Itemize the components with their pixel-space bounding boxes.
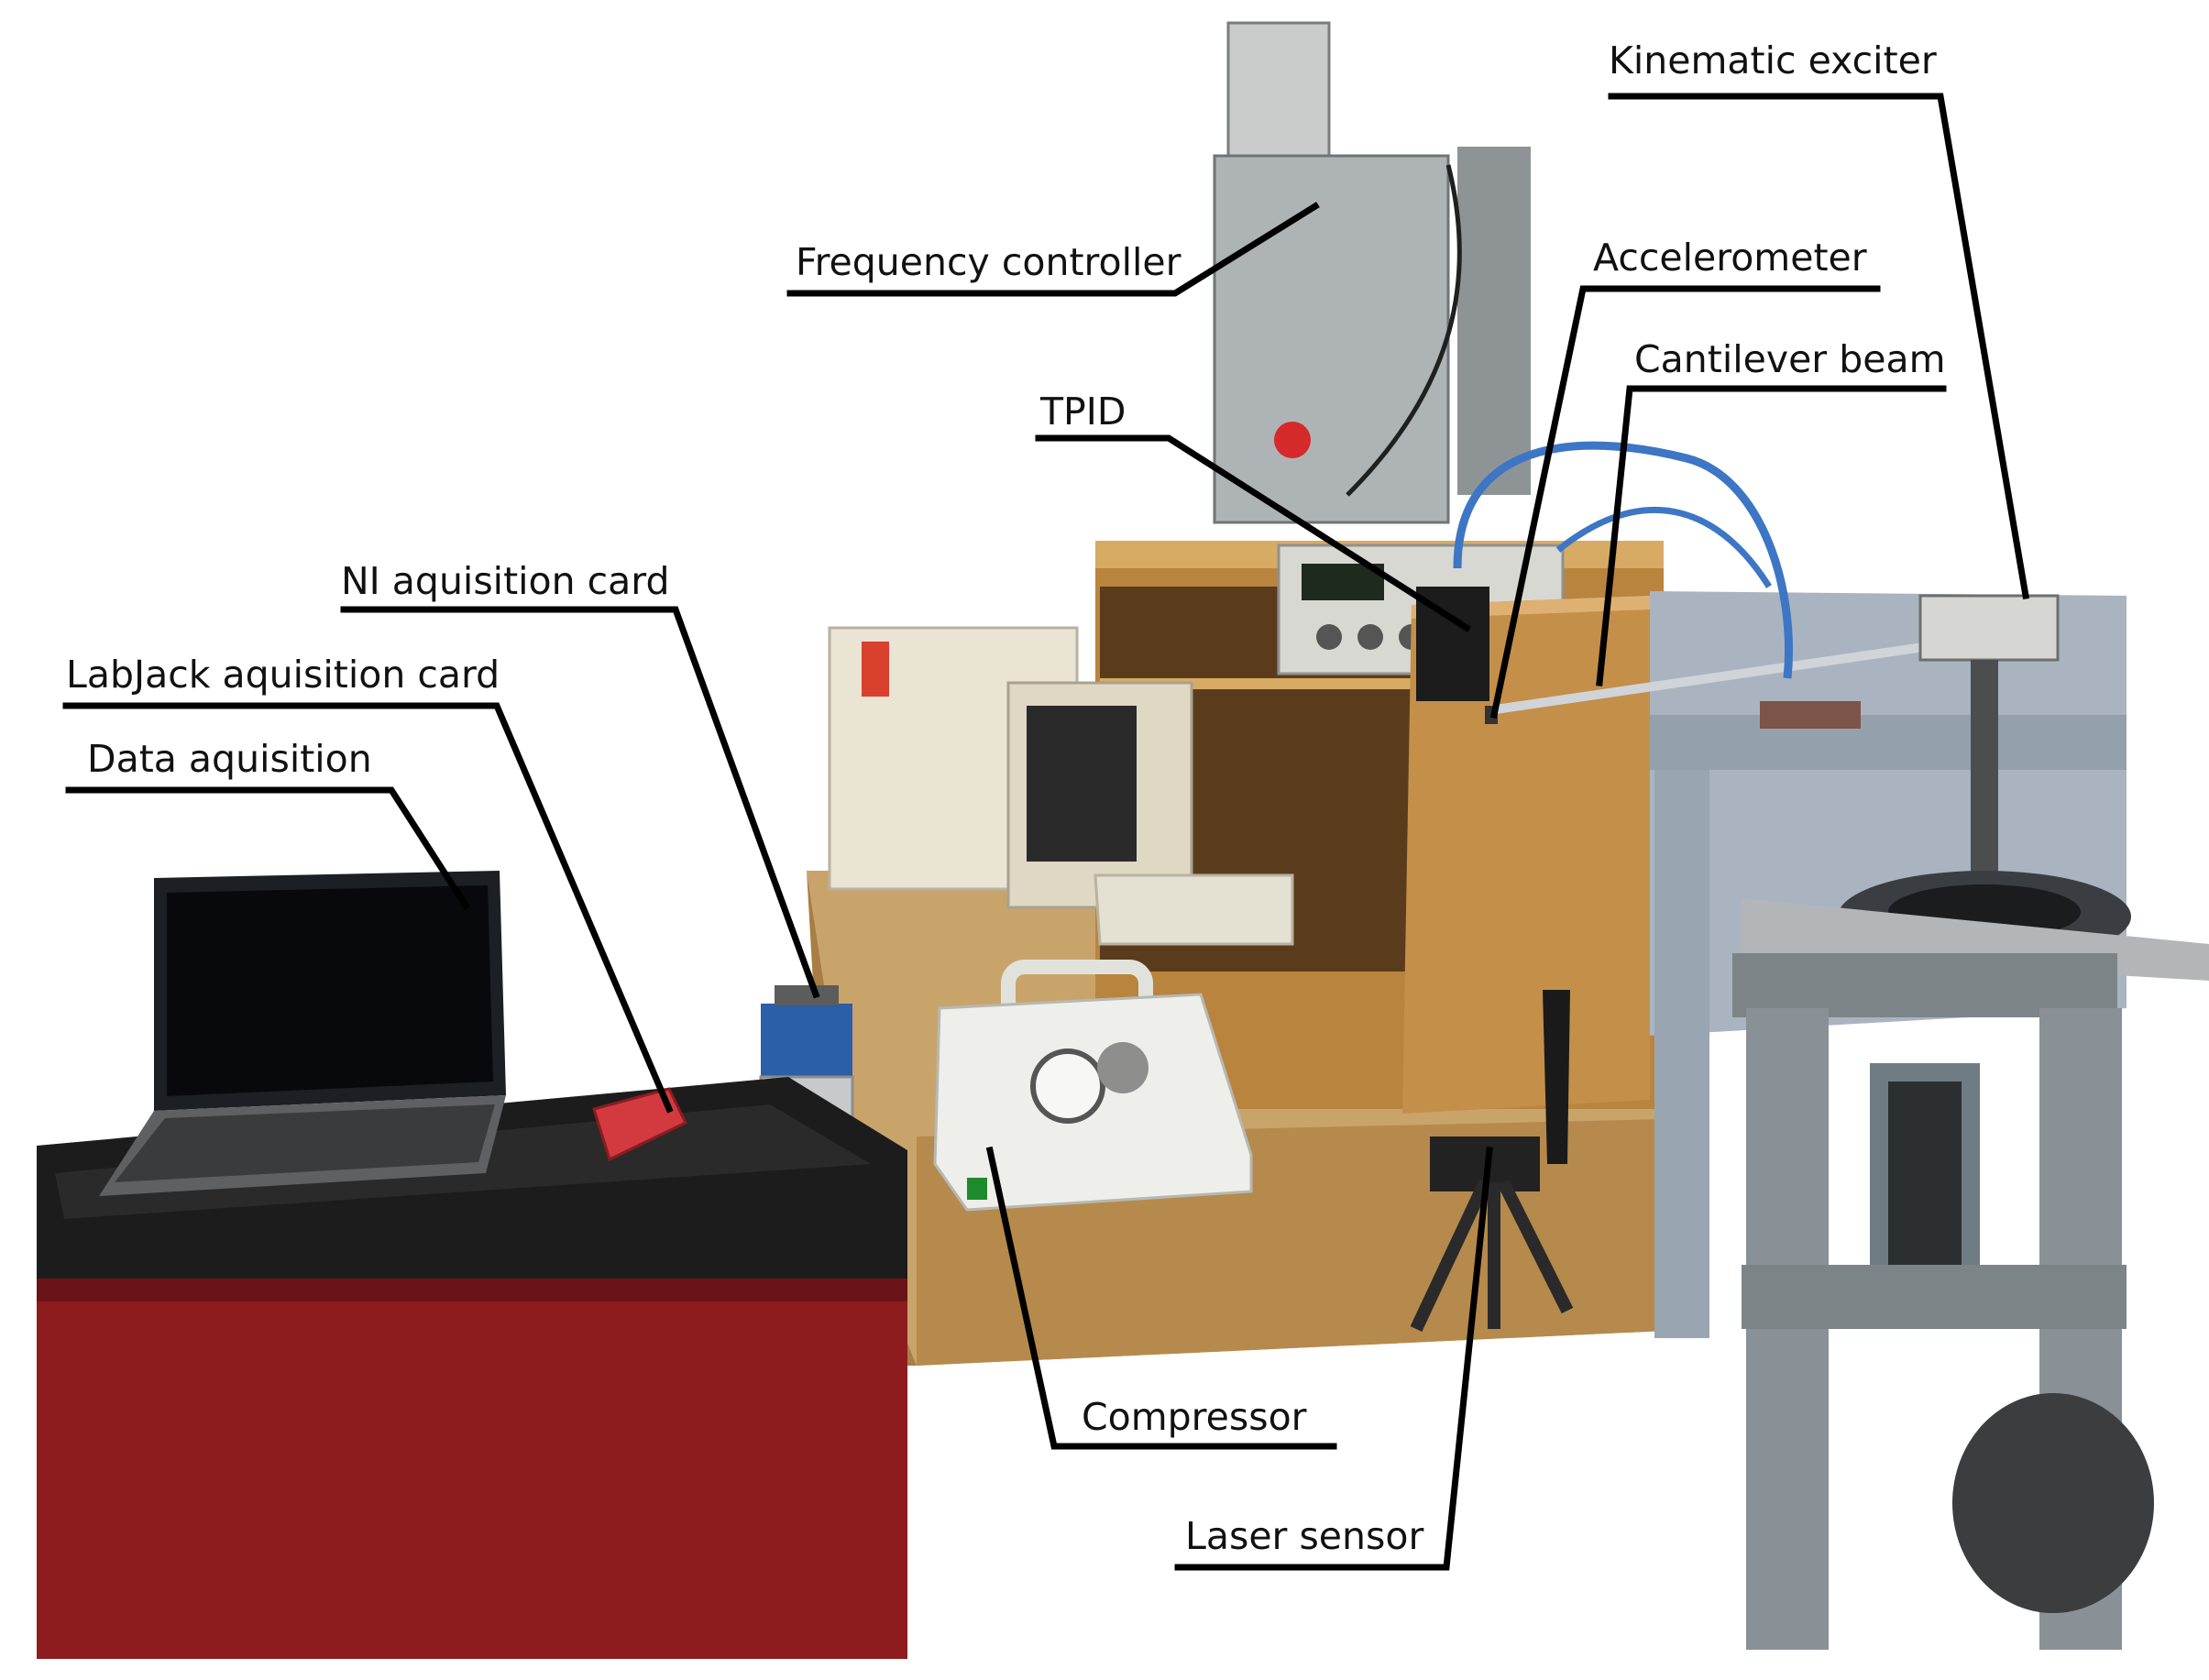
leader-accelerometer (1489, 285, 1881, 719)
compressor (933, 960, 1253, 1212)
leader-tpid (1035, 434, 1471, 632)
label-data-aquisition: Data aquisition (87, 737, 372, 781)
label-laser-sensor: Laser sensor (1185, 1514, 1423, 1558)
label-cantilever-beam: Cantilever beam (1634, 337, 1946, 381)
leader-data-aquisition (65, 786, 470, 910)
pneumatic-hoses (1453, 441, 1793, 679)
leader-kinematic-exciter (1608, 93, 2030, 600)
leader-labjack-aquisition-card (62, 702, 674, 1114)
label-tpid: TPID (1039, 390, 1126, 434)
leader-laser-sensor (1174, 1147, 1493, 1571)
label-kinematic-exciter: Kinematic exciter (1609, 38, 1937, 82)
label-compressor: Compressor (1082, 1395, 1307, 1439)
kinematic-exciter (1732, 594, 2209, 1650)
desktop-computer (828, 626, 1294, 946)
frequency-controller-cabinet (1213, 21, 1531, 524)
red-cart (37, 1077, 907, 1659)
label-frequency-controller: Frequency controller (796, 240, 1181, 284)
leader-ni-aquisition-card (340, 606, 820, 999)
leader-frequency-controller (786, 202, 1320, 297)
leader-cantilever-beam (1596, 385, 1947, 686)
cantilever-beam (1416, 587, 1962, 724)
label-ni-aquisition-card: NI aquisition card (341, 559, 669, 603)
labjack-acquisition-card (592, 1087, 688, 1162)
leader-compressor (985, 1146, 1337, 1450)
label-accelerometer: Accelerometer (1593, 236, 1867, 280)
laptop (99, 871, 506, 1196)
label-labjack-aquisition-card: LabJack aquisition card (66, 653, 500, 697)
